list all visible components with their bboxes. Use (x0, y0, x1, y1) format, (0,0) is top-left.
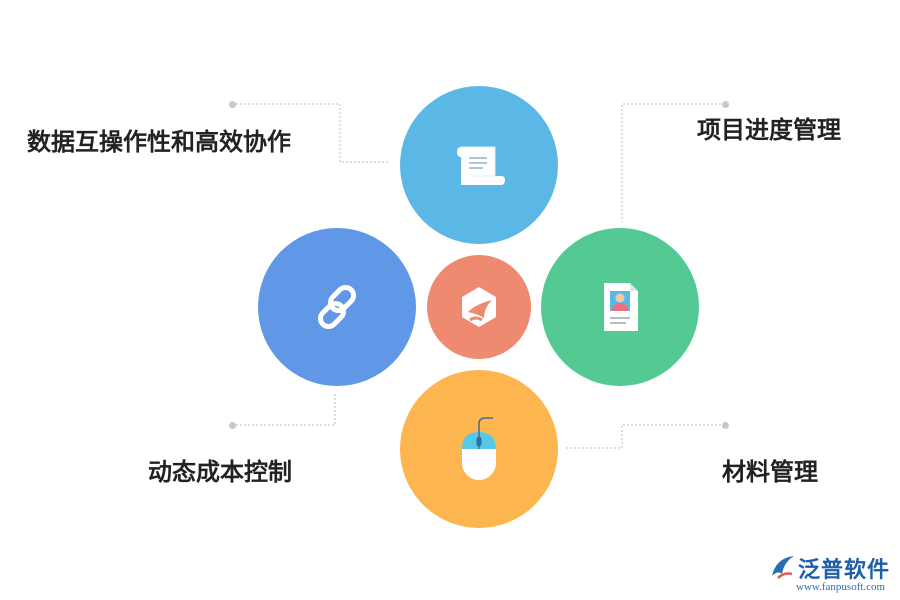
scroll-document-icon (457, 146, 505, 185)
profile-document-icon (604, 283, 638, 331)
mouse-icon (462, 417, 496, 480)
dot-top-right (722, 101, 729, 108)
connector-top-left (232, 103, 390, 163)
label-top-left: 数据互操作性和高效协作 (27, 128, 291, 156)
circle-right (541, 228, 699, 386)
connector-top-right (621, 103, 725, 222)
circle-left (258, 228, 416, 386)
label-top-right: 项目进度管理 (697, 116, 841, 144)
dot-top-left (229, 101, 236, 108)
label-bottom-right: 材料管理 (722, 458, 818, 486)
chain-link-icon (317, 284, 357, 330)
connector-bottom-left (232, 392, 336, 426)
dot-bottom-left (229, 422, 236, 429)
brand-logo: 泛普软件 www.fanpusoft.com (768, 552, 894, 596)
label-bottom-left: 动态成本控制 (148, 458, 292, 486)
circle-top (400, 86, 558, 244)
dot-bottom-right (722, 422, 729, 429)
brand-mark-icon (462, 287, 496, 327)
brand-url: www.fanpusoft.com (796, 581, 886, 593)
brand-swoosh-icon (772, 556, 794, 579)
connector-bottom-right (565, 424, 725, 449)
circle-center (427, 255, 531, 359)
circle-bottom (400, 370, 558, 528)
brand-name: 泛普软件 (798, 558, 891, 583)
